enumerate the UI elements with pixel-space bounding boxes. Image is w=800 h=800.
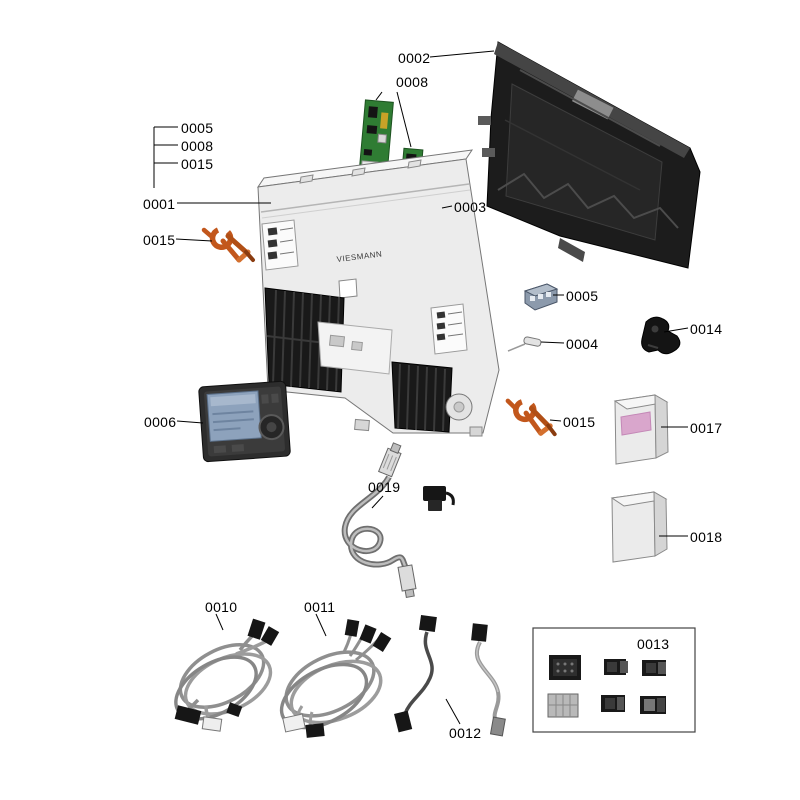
leader-0002 <box>429 50 495 58</box>
part-label-0006: 0006 <box>144 414 177 430</box>
package-0017-part <box>613 394 669 465</box>
control-housing-part: VIESMANN <box>256 149 500 437</box>
kit-connector-1 <box>549 655 581 680</box>
rear-panel-part <box>478 41 701 269</box>
cable-0012-part <box>394 614 506 737</box>
clamp-0015-left-part <box>201 227 255 263</box>
kit-connector-6 <box>640 696 666 714</box>
leader-0008-b <box>396 91 412 148</box>
clip-0014-part <box>641 316 681 355</box>
leader-0015-mid <box>549 419 562 422</box>
bracket-label-0008: 0008 <box>181 138 214 154</box>
part-label-0015-mid: 0015 <box>563 414 596 430</box>
part-label-0018: 0018 <box>690 529 723 545</box>
kit-connector-3 <box>642 660 666 676</box>
part-label-0014: 0014 <box>690 321 723 337</box>
part-label-0001: 0001 <box>143 196 176 212</box>
part-label-0017: 0017 <box>690 420 723 436</box>
part-label-0003: 0003 <box>454 199 487 215</box>
part-label-0005: 0005 <box>566 288 599 304</box>
leader-0006 <box>176 420 204 424</box>
part-label-0002: 0002 <box>398 50 431 66</box>
bracket-label-0015: 0015 <box>181 156 214 172</box>
leader-0014 <box>663 327 689 333</box>
part-label-0011: 0011 <box>304 599 336 615</box>
kit-connector-2 <box>604 659 628 675</box>
package-0018-part <box>610 491 668 563</box>
part-label-0012: 0012 <box>449 725 482 741</box>
part-label-0015-left: 0015 <box>143 232 176 248</box>
leader-0015-left <box>175 238 213 242</box>
leader-0012 <box>445 698 461 725</box>
part-label-0004: 0004 <box>566 336 599 352</box>
kit-connector-4 <box>547 693 579 718</box>
connector-kit-box <box>532 627 696 733</box>
kit-connector-5 <box>601 695 625 712</box>
fuse-0004-part <box>507 336 542 352</box>
harness-0011-part <box>279 619 392 738</box>
leader-0003 <box>441 205 453 209</box>
part-label-0019: 0019 <box>368 479 401 495</box>
cable-0019-part <box>341 442 455 598</box>
display-unit-part <box>198 380 291 463</box>
leader-lines <box>153 50 689 725</box>
adapter-0019-part <box>423 486 455 511</box>
leader-0004 <box>540 341 565 344</box>
leader-0011 <box>315 613 327 637</box>
leader-0008-a <box>375 91 383 101</box>
clamp-0015-mid-part <box>505 398 557 437</box>
leader-0010 <box>215 613 224 631</box>
harness-0010-part <box>174 618 280 732</box>
part-label-0010: 0010 <box>205 599 238 615</box>
part-label-0008: 0008 <box>396 74 429 90</box>
leader-0019 <box>371 495 384 509</box>
part-label-0013: 0013 <box>637 636 670 652</box>
plug-0005-part <box>523 283 559 311</box>
bracket-label-0005: 0005 <box>181 120 214 136</box>
